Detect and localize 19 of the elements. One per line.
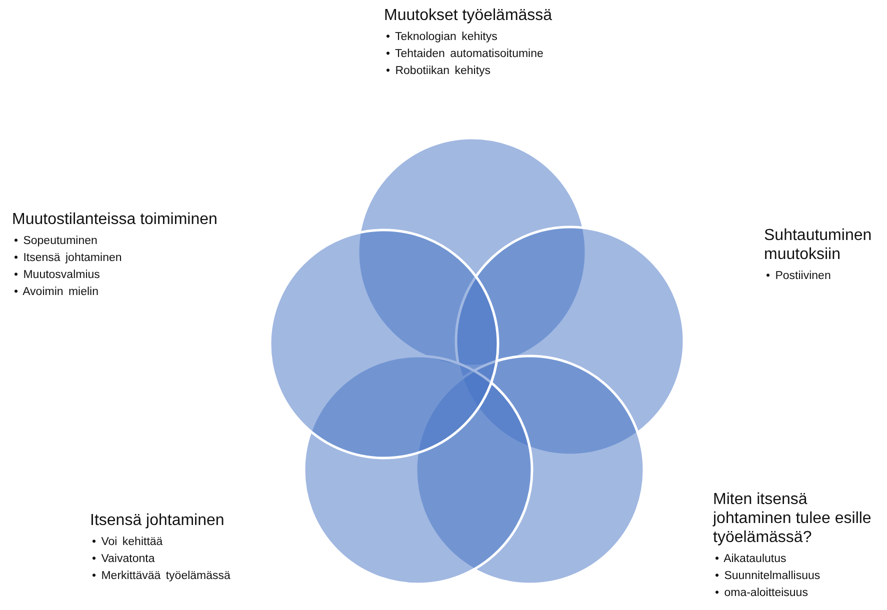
heading: Suhtautuminen muutoksiin [764,226,873,264]
bullet-item: • Vaivatonta [92,552,155,567]
bullet-item: • oma-aloitteisuus [715,586,808,601]
bullet-item: • Suunnitelmallisuus [715,569,820,584]
bullet-item: • Aikataulutus [715,552,786,567]
bullet-item: • Merkittävää työelämässä [92,569,230,584]
bullet-item: • Teknologian kehitys [386,30,498,45]
bullet-item: • Robotiikan kehitys [386,64,491,79]
bullet-item: • Avoimin mielin [14,285,99,300]
bullet-item: • Itsensä johtaminen [14,251,122,266]
heading: Miten itsensä johtaminen tulee esille työelämässä? [713,490,872,547]
bullet-item: • Postiivinen [766,269,831,284]
heading: Itsensä johtaminen [90,511,226,530]
heading: Muutostilanteissa toimiminen [12,210,218,229]
bullet-item: • Tehtaiden automatisoitumine [386,47,544,62]
bullet-item: • Sopeutuminen [14,234,98,249]
heading: Muutokset työelämässä [384,6,554,25]
bullet-item: • Voi kehittää [92,535,163,550]
bullet-item: • Muutosvalmius [14,268,100,283]
